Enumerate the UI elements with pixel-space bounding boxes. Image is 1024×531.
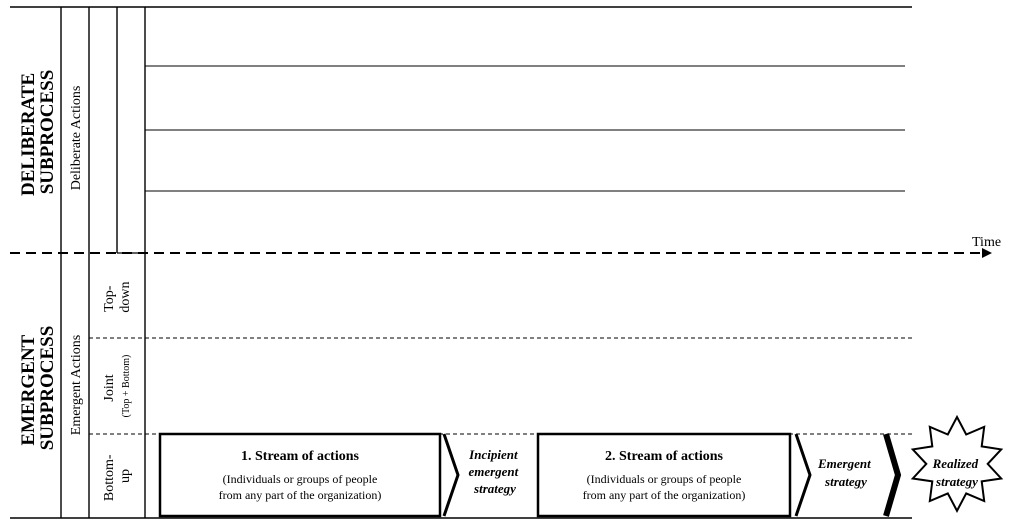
time-arrowhead (982, 248, 992, 258)
deliberate-subprocess-label: DELIBERATE SUBPROCESS (18, 68, 58, 196)
stream-2-title: 2. Stream of actions (605, 449, 723, 464)
stream-2-desc-line-2: from any part of the organization) (583, 488, 746, 502)
emergent-strategy-label: Emergent strategy (817, 456, 874, 489)
incipient-emergent-strategy-label: Incipient emergent strategy (468, 447, 521, 496)
chevron-3 (883, 433, 902, 517)
stream-of-actions-2-box (536, 432, 792, 518)
stream-of-actions-1-box (158, 432, 442, 518)
stream-2-desc-line-1: (Individuals or groups of people (587, 472, 742, 486)
emergent-subprocess-label: EMERGENT SUBPROCESS (18, 326, 58, 451)
time-label: Time (972, 235, 1001, 250)
realized-strategy-label: Realized strategy (932, 456, 982, 489)
joint-label: Joint (Top + Bottom) (100, 355, 132, 418)
chevron-2 (794, 433, 812, 517)
emergent-actions-label: Emergent Actions (69, 335, 84, 435)
realized-strategy-star (910, 414, 1004, 513)
chevron-1 (442, 433, 460, 517)
stream-1-title: 1. Stream of actions (241, 449, 359, 464)
stream-1-desc-line-2: from any part of the organization) (219, 488, 382, 502)
stream-1-desc-line-1: (Individuals or groups of people (223, 472, 378, 486)
top-down-label: Top- down (102, 281, 133, 312)
deliberate-actions-label: Deliberate Actions (69, 86, 84, 191)
bottom-up-label: Bottom- up (102, 451, 133, 501)
